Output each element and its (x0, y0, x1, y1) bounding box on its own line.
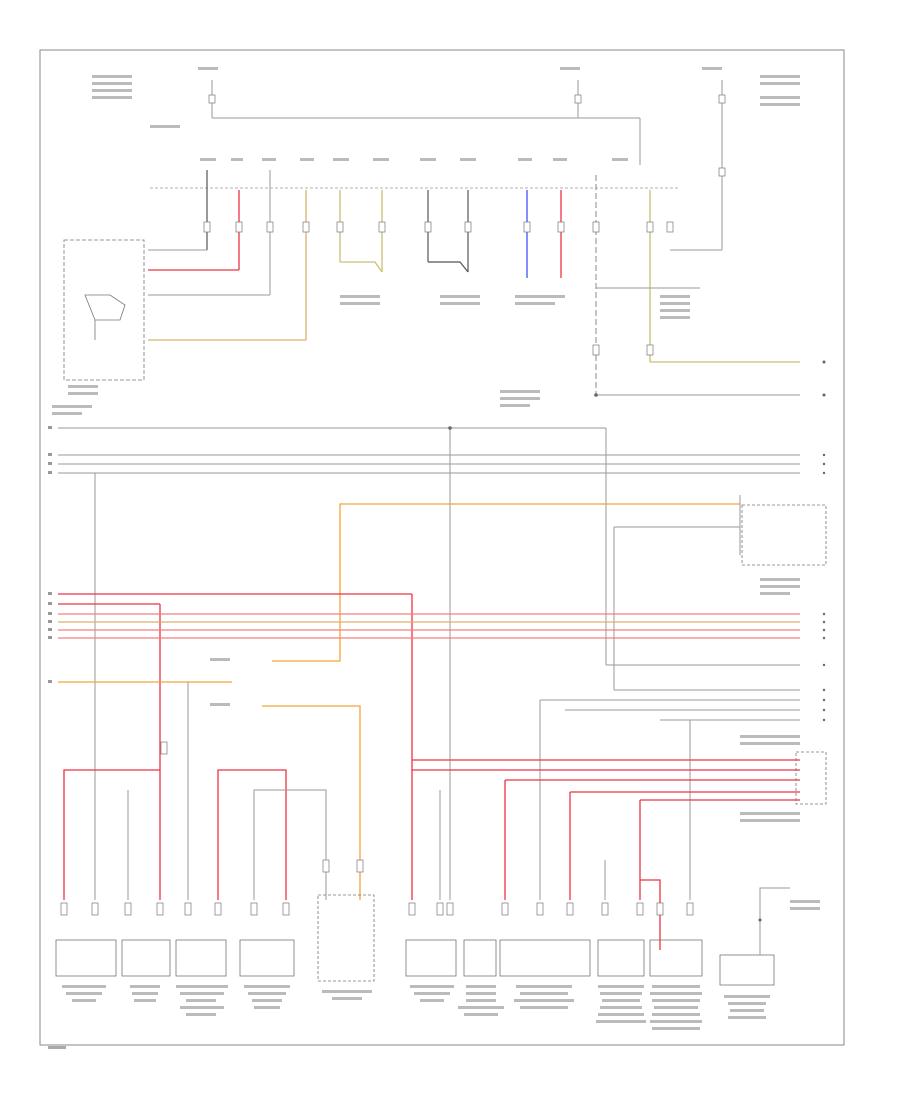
combination-switch (52, 239, 145, 415)
bottom-drops (60, 741, 694, 950)
instrument-cluster-1 (55, 939, 117, 977)
transmission-module (649, 939, 703, 977)
top-bus-section (92, 67, 800, 251)
steering-module (239, 939, 295, 977)
instrument-cluster-2 (405, 939, 457, 977)
component-labels (62, 900, 820, 1030)
airbag-module (597, 939, 645, 977)
horn-relay (317, 894, 375, 982)
paddle-switch-1 (121, 939, 171, 977)
middle-buses (48, 426, 827, 900)
ground-point (719, 954, 775, 986)
cruise-control-module (175, 939, 227, 977)
auto-switch (463, 939, 497, 977)
component-boxes (55, 887, 790, 986)
header-wires (148, 170, 826, 397)
steering-angle-sensor (499, 939, 591, 977)
diagram-frame (39, 49, 845, 1046)
